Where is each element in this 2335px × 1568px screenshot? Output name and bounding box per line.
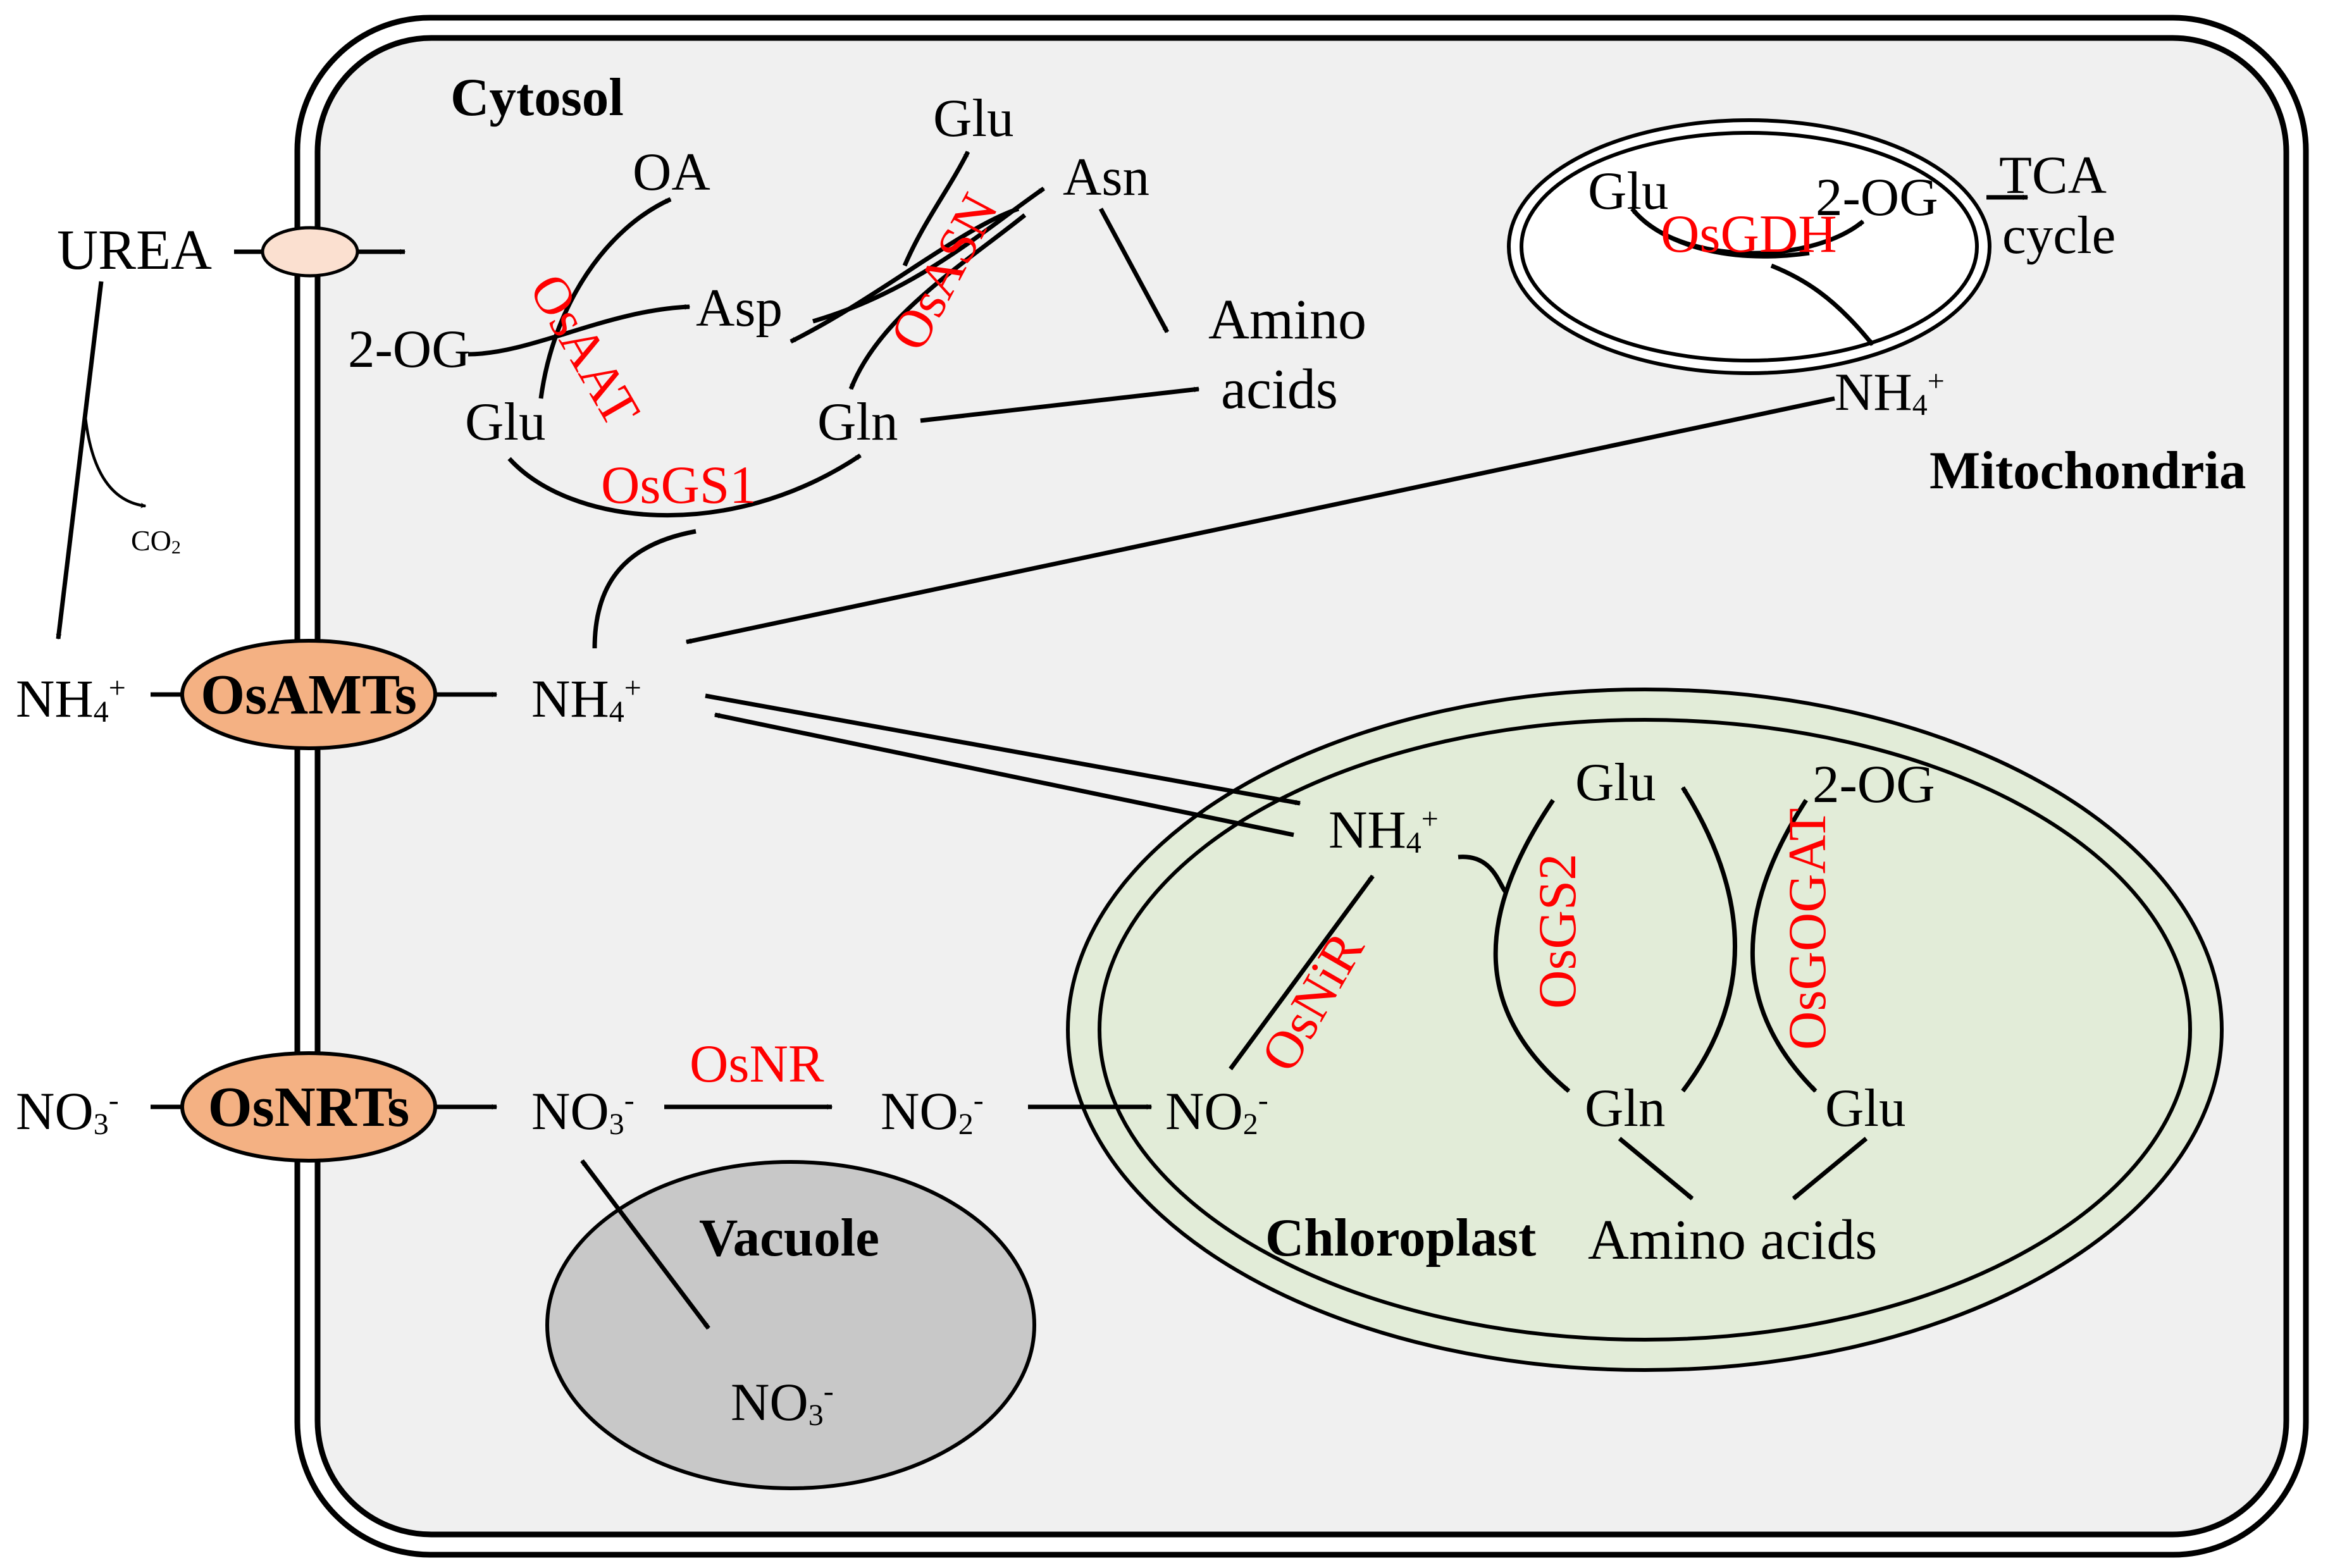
- amino-acids-line1: Amino: [1208, 288, 1366, 351]
- to-gln-arrow: [848, 213, 1027, 390]
- urea-to-co2-arrow: [84, 417, 147, 509]
- enzyme-gs2: OsGS2: [1528, 853, 1587, 1009]
- tca-line2: cycle: [2002, 206, 2115, 265]
- enzyme-gogat: OsGOGAT: [1778, 808, 1837, 1051]
- gdh-to-nh4-arrow: [1770, 263, 1874, 347]
- chloro-glu-bottom-label: Glu: [1825, 1078, 1906, 1138]
- co2-label: CO2: [131, 524, 181, 558]
- enzyme-gdh: OsGDH: [1661, 204, 1837, 264]
- mitochondria-membranes: [1507, 118, 1991, 375]
- cytosol-to-chloroplast-nh4-arrow: [705, 693, 1301, 806]
- nir-arrow: [1229, 874, 1375, 1071]
- gogat-to-glu-arrow: [1681, 786, 1737, 1093]
- og-to-asp-arrow: [468, 304, 691, 357]
- gs2-arrow: [1493, 799, 1571, 1093]
- chloro-og-label: 2-OG: [1812, 755, 1935, 814]
- asn-label: Asn: [1063, 147, 1149, 207]
- nh4-to-gs1-arrow: [592, 529, 697, 649]
- mito-og-label: 2-OG: [1816, 168, 1938, 227]
- amino-acids-line2: acids: [1221, 358, 1338, 421]
- chloroplast: [1066, 688, 2224, 1372]
- asn-to-asp-arrow: [790, 206, 1020, 344]
- chloroplast-inner-membrane: [1098, 718, 2192, 1342]
- chloroplast-label: Chloroplast: [1265, 1208, 1536, 1268]
- chloro-nh4-label: NH4+: [1329, 800, 1439, 860]
- gln-to-amino-arrow: [920, 386, 1200, 423]
- glu-to-oa-arrow: [538, 197, 672, 399]
- cytosol-gln-label: Gln: [817, 392, 898, 452]
- cytosol-no2-label: NO2-: [881, 1082, 984, 1141]
- vacuole-exchange-arrow: [580, 1159, 710, 1330]
- urea-label: UREA: [57, 219, 212, 281]
- mito-nh4-label: NH4+: [1835, 362, 1945, 422]
- mito-glu-label: Glu: [1588, 161, 1669, 221]
- vacuole-no3-label: NO3-: [731, 1373, 834, 1432]
- cytosol-nh4-label: NH4+: [531, 669, 641, 729]
- external-no3-label: NO3-: [16, 1082, 119, 1141]
- arrows: [56, 151, 2029, 1330]
- to-glu-top-arrow: [902, 151, 970, 267]
- mitochondria-label: Mitochondria: [1929, 441, 2246, 500]
- asp-label: Asp: [696, 278, 783, 338]
- asn-to-amino-arrow: [1098, 207, 1170, 333]
- chloro-gln-label: Gln: [1585, 1078, 1666, 1138]
- cytosol-label: Cytosol: [450, 68, 624, 127]
- glu-to-amino-acids-arrow: [1792, 1137, 1868, 1201]
- enzyme-gs1: OsGS1: [601, 455, 757, 515]
- urea-to-nh4-arrow: [56, 281, 104, 640]
- cytosol-glu-label: Glu: [465, 392, 546, 452]
- glu-to-gln-arrow: [507, 454, 862, 518]
- nitrate-transport: [151, 1051, 498, 1163]
- external-nh4-label: NH4+: [16, 669, 126, 729]
- urea-transport: [234, 226, 406, 278]
- chloro-amino-acids-label: Amino acids: [1588, 1209, 1877, 1271]
- urea-channel: [261, 226, 359, 278]
- amt-label: OsAMTs: [201, 664, 417, 726]
- cytosol-no3-label: NO3-: [531, 1082, 635, 1141]
- oa-label: OA: [633, 142, 710, 202]
- chloroplast-to-cytosol-nh4-arrow: [714, 712, 1294, 837]
- tca-line1: TCA: [1999, 145, 2107, 205]
- nrt-label: OsNRTs: [208, 1076, 410, 1139]
- vacuole-label: Vacuole: [699, 1208, 879, 1268]
- mitochondria-inner-membrane: [1520, 131, 1979, 362]
- chloro-no2-label: NO2-: [1165, 1082, 1268, 1141]
- gogat-arrow: [1750, 799, 1818, 1093]
- nh4-to-gs2-arrow: [1458, 855, 1508, 894]
- chloro-glu-top-label: Glu: [1575, 753, 1656, 812]
- cytosol-glu-top-label: Glu: [933, 89, 1014, 148]
- mito-nh4-to-cytosol-arrow: [685, 396, 1835, 645]
- ammonium-transport: [151, 639, 498, 750]
- cytosol-og-label: 2-OG: [348, 319, 471, 379]
- gln-to-amino-acids-arrow: [1618, 1137, 1694, 1201]
- enzyme-nr: OsNR: [690, 1034, 824, 1094]
- gdh-to-glu-arrow: [1630, 207, 1810, 259]
